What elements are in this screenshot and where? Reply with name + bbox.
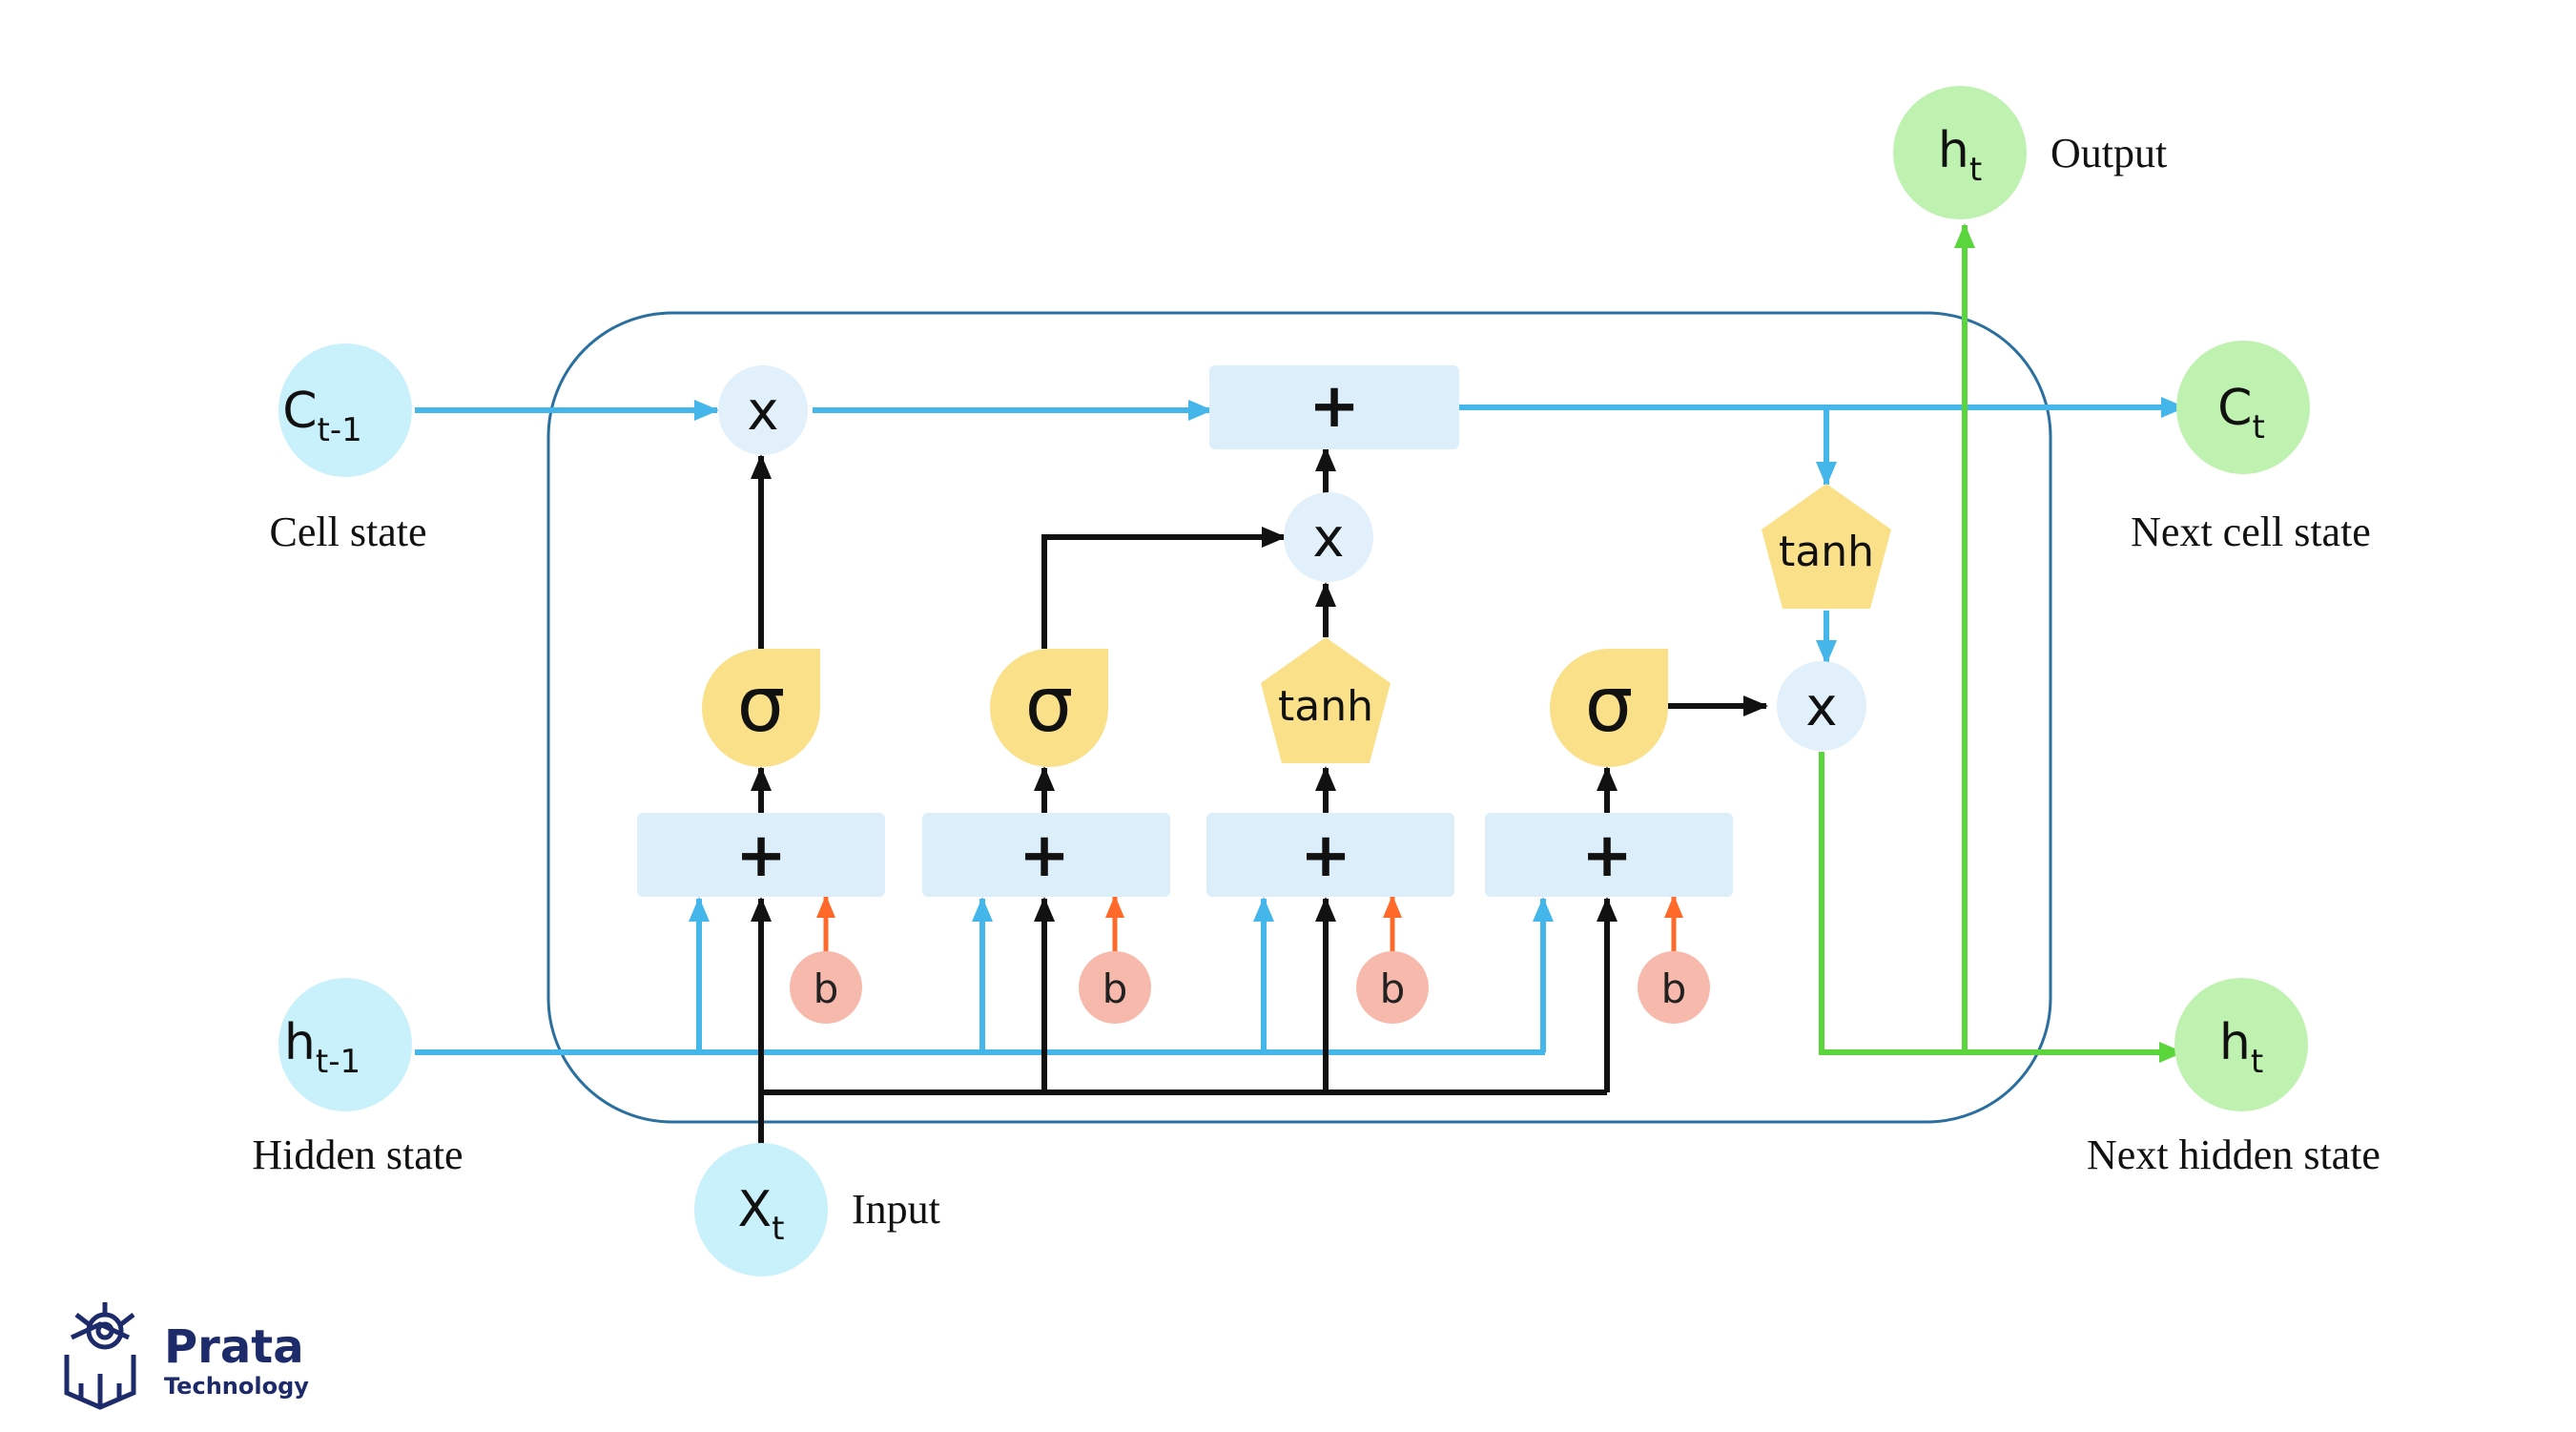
sum-box-forget-symbol: + [735, 820, 787, 891]
sigma-gate-forget [702, 649, 820, 767]
node-x-input-text: Xt [738, 1181, 785, 1248]
bias-node-forget-label: b [814, 965, 839, 1012]
node-h-prev-text: ht-1 [284, 1014, 361, 1081]
prata-logo: Prata Technology [64, 1302, 309, 1410]
node-h-prev [278, 978, 412, 1111]
state-labels: Cell state Hidden state Input Output Nex… [252, 130, 2380, 1233]
node-c-prev [278, 343, 412, 477]
multiply-nodes: x x x [718, 365, 1866, 751]
node-c-next-text: Ct [2217, 380, 2265, 446]
node-c-prev-text: Ct-1 [282, 383, 362, 449]
prata-logo-icon [64, 1302, 136, 1410]
arrow-output-to-hnext [1819, 752, 2184, 1063]
bias-node-output [1638, 951, 1710, 1024]
sum-box-output-symbol: + [1581, 820, 1633, 891]
tanh-gate-cell [1762, 484, 1891, 609]
sum-boxes: + + + + + [637, 365, 1733, 897]
sigma-gate-input [990, 649, 1108, 767]
sum-box-candidate [1206, 813, 1454, 897]
sum-box-candidate-symbol: + [1300, 820, 1351, 891]
sum-box-forget [637, 813, 885, 897]
prata-logo-sub: Technology [164, 1373, 309, 1400]
bias-node-forget [790, 951, 862, 1024]
sum-box-input [922, 813, 1170, 897]
tanh-gate-cell-label: tanh [1779, 528, 1874, 576]
sigma-gate-output [1550, 649, 1668, 767]
connection-lines [415, 223, 2186, 1145]
bias-nodes: b b b b [790, 951, 1710, 1024]
label-hidden-state: Hidden state [252, 1131, 463, 1178]
arrow-input-gate-to-mult [1041, 527, 1287, 649]
sigma-gates: σ σ σ [702, 649, 1668, 767]
mult-node-output-symbol: x [1805, 676, 1837, 738]
sigma-gate-input-symbol: σ [1025, 660, 1074, 749]
mult-node-forget-symbol: x [747, 381, 778, 443]
node-h-next [2174, 978, 2308, 1111]
tanh-gates: tanh tanh [1261, 484, 1891, 763]
label-next-cell-state: Next cell state [2131, 508, 2371, 555]
sum-box-cell [1209, 365, 1459, 449]
label-input: Input [852, 1186, 940, 1233]
sigma-gate-output-symbol: σ [1585, 660, 1634, 749]
mult-node-input-symbol: x [1312, 508, 1344, 570]
tanh-gate-candidate [1261, 637, 1391, 763]
label-cell-state: Cell state [270, 508, 427, 555]
prata-logo-name: Prata [164, 1320, 304, 1374]
node-h-output [1893, 86, 2027, 219]
node-h-output-text: ht [1938, 122, 1982, 189]
bias-node-output-label: b [1661, 965, 1687, 1012]
bias-node-candidate [1356, 951, 1429, 1024]
tanh-gate-candidate-label: tanh [1278, 682, 1373, 731]
bias-node-input-label: b [1103, 965, 1128, 1012]
lstm-cell-boundary [546, 311, 2052, 1124]
mult-node-forget [718, 365, 808, 455]
node-h-next-text: ht [2219, 1014, 2263, 1081]
label-next-hidden-state: Next hidden state [2087, 1131, 2380, 1178]
sigma-gate-forget-symbol: σ [737, 660, 786, 749]
mult-node-input [1284, 492, 1373, 582]
mult-node-output [1777, 661, 1866, 751]
sum-box-cell-symbol: + [1309, 371, 1360, 442]
sum-box-input-symbol: + [1019, 820, 1070, 891]
node-x-input [694, 1143, 828, 1276]
node-c-next [2176, 341, 2310, 474]
bias-node-candidate-label: b [1380, 965, 1406, 1012]
state-nodes: Ct-1 ht-1 Xt Ct ht ht [278, 86, 2310, 1276]
sum-box-output [1485, 813, 1733, 897]
label-output: Output [2050, 130, 2167, 176]
bias-node-input [1079, 951, 1151, 1024]
